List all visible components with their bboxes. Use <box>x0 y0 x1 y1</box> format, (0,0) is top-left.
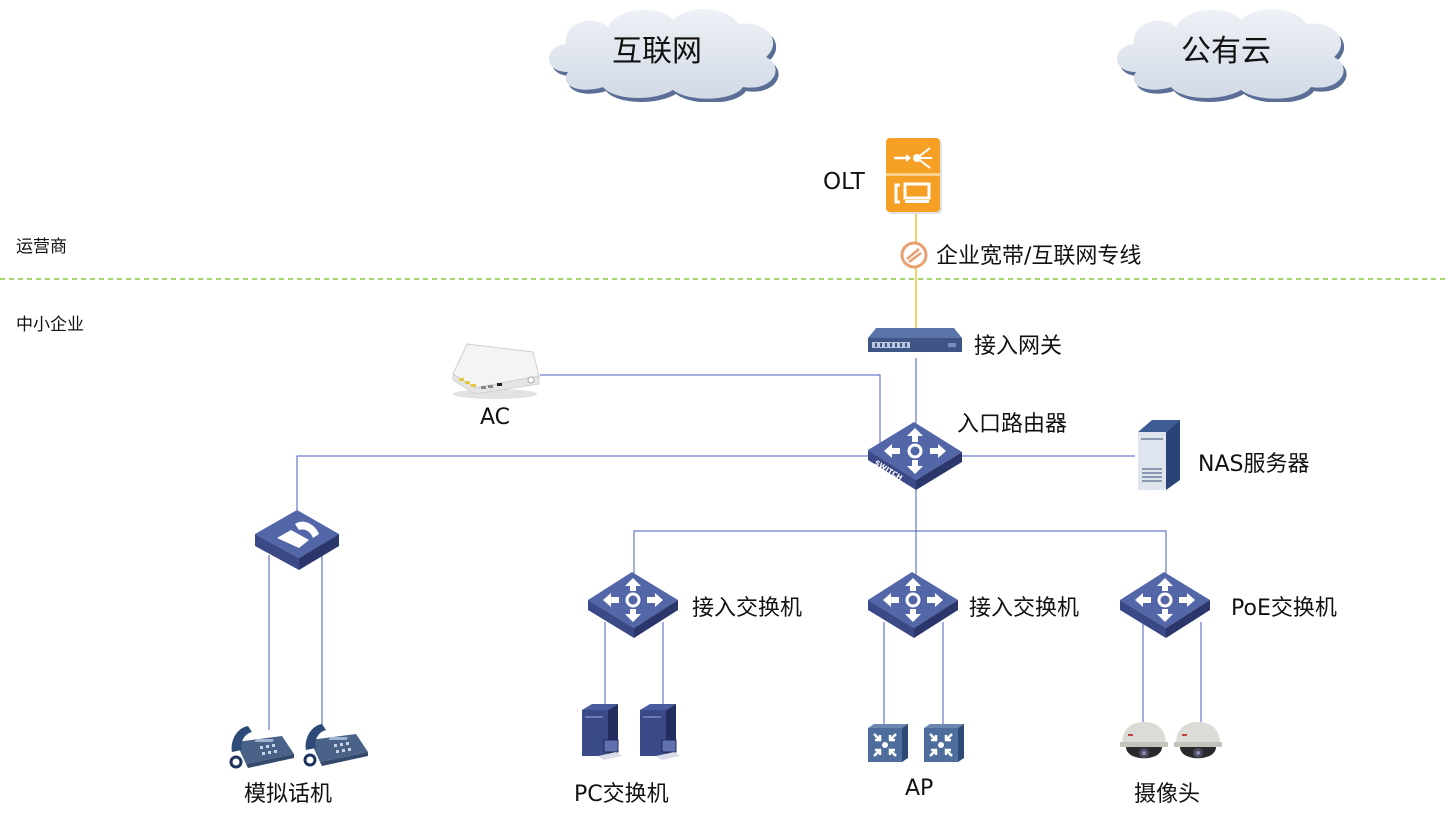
ap-2-icon <box>924 724 964 762</box>
access-points-icon[interactable] <box>866 722 966 766</box>
pc-1-icon <box>582 704 622 760</box>
access-switch-1-icon[interactable] <box>586 570 682 640</box>
phone-2-icon <box>303 724 368 767</box>
cameras-icon[interactable] <box>1118 720 1228 768</box>
cloud-public-label: 公有云 <box>1181 34 1271 69</box>
broadband-link-icon <box>900 241 928 269</box>
access-switch-1-label: 接入交换机 <box>692 596 803 621</box>
pcs-label: PC交换机 <box>574 782 669 807</box>
broadband-link-label: 企业宽带/互联网专线 <box>936 244 1142 269</box>
access-gateway-icon[interactable] <box>866 326 962 362</box>
edge-router-label: 入口路由器 <box>957 412 1068 437</box>
olt-icon[interactable] <box>886 138 944 216</box>
ap-1-icon <box>868 724 908 762</box>
link-router-voice <box>296 455 870 510</box>
camera-1-icon <box>1120 722 1168 759</box>
zone-label-carrier: 运营商 <box>16 237 67 257</box>
cloud-internet-label: 互联网 <box>612 34 702 69</box>
pcs-icon[interactable] <box>578 702 690 766</box>
zone-label-enterprise: 中小企业 <box>16 315 84 335</box>
poe-switch-icon[interactable] <box>1118 570 1214 640</box>
link-ac-router <box>540 374 881 445</box>
aps-label: AP <box>905 776 934 801</box>
olt-label: OLT <box>823 169 865 195</box>
ac-controller-icon[interactable] <box>449 342 541 402</box>
cloud-internet-icon <box>548 9 779 102</box>
phone-1-icon <box>229 726 294 769</box>
access-switch-2-label: 接入交换机 <box>969 596 1080 621</box>
edge-router-icon[interactable]: SWITCH <box>866 420 966 492</box>
phones-label: 模拟话机 <box>244 782 333 807</box>
analog-phones-icon[interactable] <box>226 722 372 772</box>
voice-gateway-icon[interactable] <box>253 508 343 572</box>
camera-2-icon <box>1174 722 1222 759</box>
nas-server-icon[interactable] <box>1136 418 1182 492</box>
pc-2-icon <box>640 704 680 760</box>
cloud-public-icon <box>1116 9 1347 102</box>
access-switch-2-icon[interactable] <box>866 570 962 640</box>
link-distribution-bus <box>633 530 1167 575</box>
access-gateway-label: 接入网关 <box>974 334 1063 359</box>
nas-label: NAS服务器 <box>1198 452 1310 477</box>
ac-label: AC <box>480 405 511 430</box>
poe-switch-label: PoE交换机 <box>1231 596 1337 621</box>
cameras-label: 摄像头 <box>1134 782 1201 807</box>
